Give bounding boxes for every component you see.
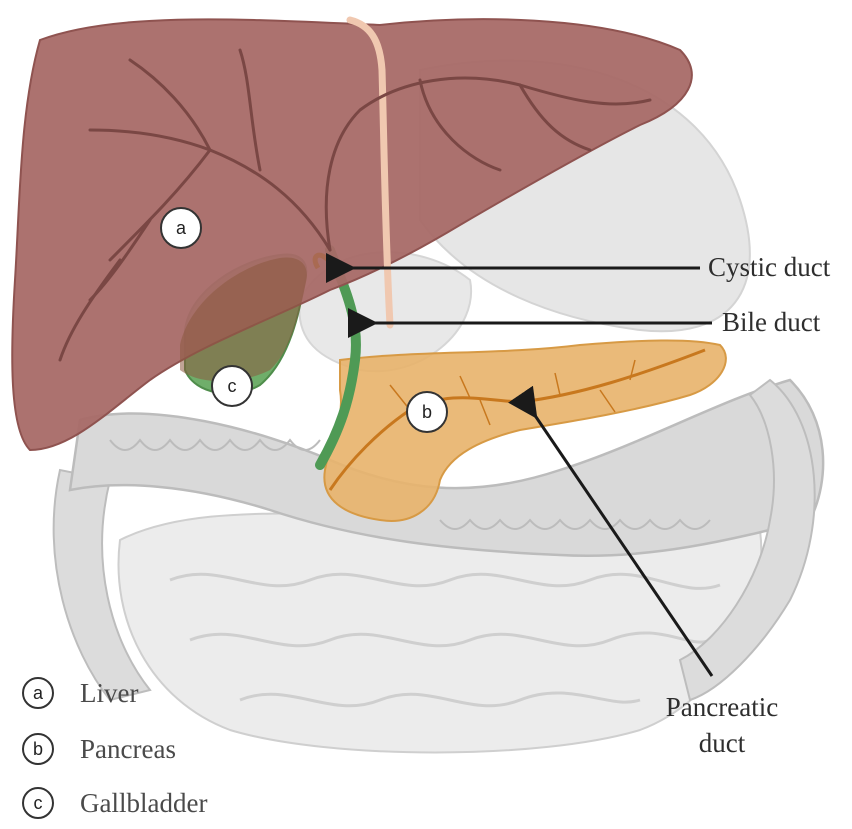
cystic-duct-label: Cystic duct bbox=[708, 252, 831, 282]
legend-letter: c bbox=[34, 793, 43, 813]
legend-label: Gallbladder bbox=[80, 788, 207, 818]
legend-letter: b bbox=[33, 739, 43, 759]
legend-label: Liver bbox=[80, 678, 138, 708]
pancreas-badge-letter: b bbox=[422, 402, 432, 422]
pancreatic-duct-label-line1: Pancreatic bbox=[666, 692, 778, 722]
pancreas-badge: b bbox=[407, 392, 447, 432]
legend-letter: a bbox=[33, 683, 44, 703]
liver-badge-letter: a bbox=[176, 218, 187, 238]
gallbladder-badge: c bbox=[212, 366, 252, 406]
liver-badge: a bbox=[161, 208, 201, 248]
legend-item-pancreas: b Pancreas bbox=[23, 734, 176, 764]
legend-label: Pancreas bbox=[80, 734, 176, 764]
gallbladder-badge-letter: c bbox=[228, 376, 237, 396]
legend-item-gallbladder: c Gallbladder bbox=[23, 788, 207, 818]
bile-duct-label: Bile duct bbox=[722, 307, 821, 337]
pancreatic-duct-label-line2: duct bbox=[699, 728, 746, 758]
legend-item-liver: a Liver bbox=[23, 678, 138, 708]
